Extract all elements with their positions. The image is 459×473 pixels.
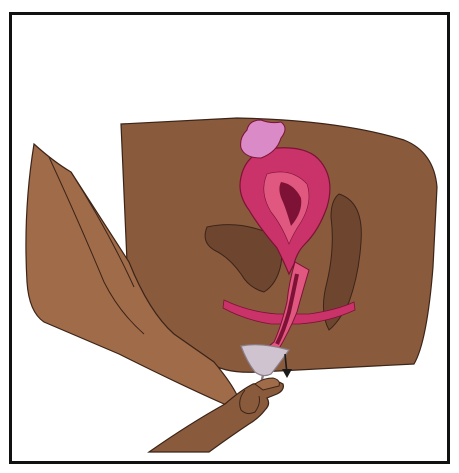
arrowhead-icon bbox=[282, 369, 292, 378]
anatomy-illustration bbox=[9, 12, 450, 464]
